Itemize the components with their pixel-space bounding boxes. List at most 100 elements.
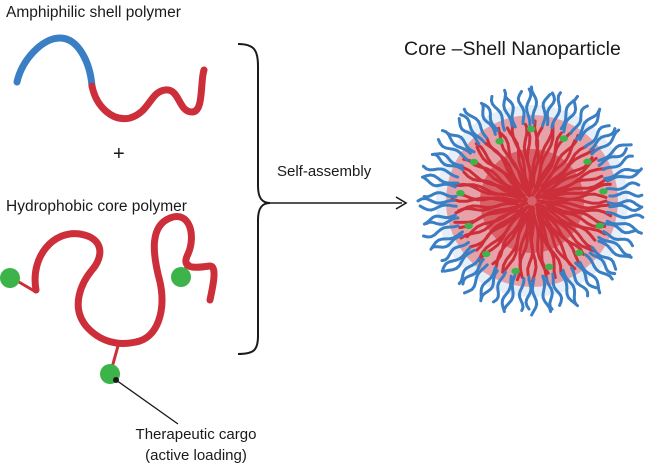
hydrophobic-segment [88, 66, 208, 123]
shell-chain [574, 261, 598, 290]
cargo-left [0, 268, 20, 288]
shell-chain [530, 85, 539, 125]
shell-chain [479, 266, 497, 303]
shell-chains [416, 85, 645, 317]
shell-chain [541, 274, 553, 313]
shell-chain [590, 246, 618, 271]
shell-chain [578, 107, 602, 141]
core-chain [535, 210, 572, 266]
hydrophobic-core-polymer [0, 213, 218, 384]
core-chain [546, 156, 598, 194]
core-chain [540, 206, 595, 250]
shell-chain [422, 224, 460, 239]
cargo-molecule [495, 138, 504, 145]
core-chain [515, 205, 532, 282]
shell-chain [589, 127, 617, 152]
core-chain [532, 126, 544, 185]
encapsulated-cargo [456, 125, 608, 275]
shell-chain [516, 90, 526, 125]
shell-chain [574, 109, 601, 141]
shell-chain [588, 251, 617, 276]
nanoparticle-title: Core –Shell Nanoparticle [404, 38, 621, 60]
core-chain [461, 165, 528, 201]
core-chain [539, 148, 595, 194]
core-chain [531, 208, 548, 279]
shell-chain [602, 230, 634, 248]
shell-chain [436, 138, 470, 162]
shell-chain [418, 203, 458, 212]
shell-chain [433, 152, 465, 172]
shell-chain [429, 230, 464, 251]
shell-chain [440, 246, 472, 273]
shell-chain [597, 239, 633, 259]
shell-chain [462, 107, 488, 140]
shell-chain [416, 196, 456, 205]
core-chain [468, 208, 522, 249]
shell-chain [479, 101, 500, 133]
core-chain [537, 216, 557, 280]
shell-chain [584, 253, 614, 281]
shell-chain [421, 173, 460, 185]
core-chain [545, 203, 604, 225]
cargo-molecule [469, 158, 479, 166]
cargo-molecule [599, 188, 608, 195]
hydrophobic-label: Hydrophobic core polymer [6, 198, 187, 215]
core-chain [456, 192, 525, 203]
cargo-molecule [574, 249, 584, 256]
shell-chain [430, 152, 464, 168]
core-chain [538, 203, 597, 242]
shell-chain [422, 191, 458, 199]
shell-chain [550, 91, 562, 130]
cargo-molecule [544, 263, 554, 270]
arrow-head [395, 196, 408, 210]
core-chain [534, 203, 581, 264]
shell-chain [459, 113, 486, 144]
shell-chain [541, 93, 552, 128]
shell-chain [440, 241, 470, 263]
amphiphilic-polymer [13, 34, 208, 123]
core-chain [474, 142, 521, 191]
hydrophilic-segment [13, 34, 96, 90]
cargo-molecule [595, 222, 604, 229]
cargo-label-line2: (active loading) [145, 447, 247, 464]
amphiphilic-label: Amphiphilic shell polymer [6, 4, 181, 21]
shell-chain [530, 277, 539, 317]
cargo-right [171, 267, 191, 287]
shell-chain [545, 276, 554, 311]
shell-chain [461, 257, 485, 286]
shell-chain [583, 124, 611, 149]
shell-chain [457, 256, 481, 286]
cargo-molecule [526, 125, 536, 133]
shell-chain [446, 131, 476, 154]
core-chains [450, 119, 613, 283]
cargo-molecule [559, 135, 568, 142]
shell-chain [601, 154, 634, 171]
shell-chain [605, 181, 641, 191]
core-chain [491, 214, 524, 266]
plus-sign: + [113, 143, 125, 165]
shell-chain [562, 100, 578, 134]
shell-chain [479, 269, 499, 301]
core-chain [526, 214, 535, 277]
shell-chain [492, 270, 507, 304]
shell-chain [443, 248, 476, 273]
cargo-pointer [113, 377, 179, 425]
cargo-molecule [511, 267, 520, 275]
core-chain [542, 201, 613, 218]
core-chain [453, 203, 523, 224]
shell-chain [457, 117, 481, 146]
core-chain [462, 170, 517, 196]
shell-chain [503, 94, 517, 129]
pointer-line [115, 379, 179, 425]
shell-chain [524, 275, 533, 311]
shell-chain [463, 263, 489, 295]
shell-chain [597, 147, 628, 167]
core-chain [545, 182, 612, 201]
shell-chain [559, 271, 579, 308]
shell-chain [569, 104, 589, 135]
core-shell-nanoparticle [416, 85, 645, 317]
shell-chain [608, 203, 644, 213]
shell-chain [502, 273, 517, 312]
shell-chain [597, 143, 633, 163]
